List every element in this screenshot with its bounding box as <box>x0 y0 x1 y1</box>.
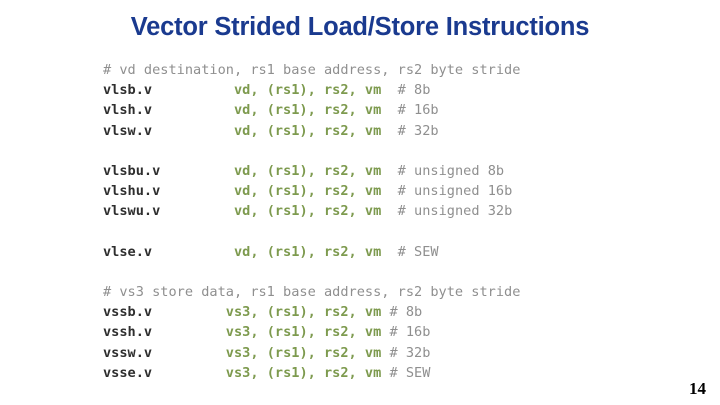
code-pad <box>160 183 234 199</box>
code-operands: vd, (rs1), rs2, vm <box>233 102 382 119</box>
code-operands: vd, (rs1), rs2, vm <box>233 183 382 200</box>
code-gap <box>381 82 397 98</box>
code-trailing-comment: # 8b <box>397 82 431 99</box>
code-line-instruction: vsse.v vs3, (rs1), rs2, vm # SEW <box>103 363 633 383</box>
code-line-blank <box>103 262 633 282</box>
code-operands: vd, (rs1), rs2, vm <box>233 82 382 99</box>
code-line-instruction: vlsh.v vd, (rs1), rs2, vm # 16b <box>103 100 633 120</box>
code-line-comment: # vs3 store data, rs1 base address, rs2 … <box>103 282 633 302</box>
code-line-instruction: vssh.v vs3, (rs1), rs2, vm # 16b <box>103 322 633 342</box>
page-number: 14 <box>689 379 706 398</box>
code-mnemonic: vssw.v <box>103 344 153 361</box>
code-pad <box>160 203 234 219</box>
code-gap <box>381 102 397 118</box>
code-gap <box>381 163 397 179</box>
code-blank-text <box>103 224 111 240</box>
code-mnemonic: vlsh.v <box>103 102 153 119</box>
code-trailing-comment: # 8b <box>389 304 423 321</box>
code-trailing-comment: # 16b <box>397 102 439 119</box>
code-line-instruction: vlsw.v vd, (rs1), rs2, vm # 32b <box>103 121 633 141</box>
code-operands: vd, (rs1), rs2, vm <box>233 243 382 260</box>
code-trailing-comment: # unsigned 8b <box>397 162 505 179</box>
code-trailing-comment: # 32b <box>389 344 431 361</box>
code-line-instruction: vlsb.v vd, (rs1), rs2, vm # 8b <box>103 80 633 100</box>
code-pad <box>152 123 234 139</box>
code-mnemonic: vsse.v <box>103 364 153 381</box>
code-line-instruction: vlswu.v vd, (rs1), rs2, vm # unsigned 32… <box>103 201 633 221</box>
code-mnemonic: vlsw.v <box>103 122 153 139</box>
code-pad <box>152 244 234 260</box>
code-operands: vs3, (rs1), rs2, vm <box>225 364 382 381</box>
code-mnemonic: vssb.v <box>103 304 153 321</box>
code-trailing-comment: # SEW <box>389 364 431 381</box>
code-pad <box>152 324 226 340</box>
code-pad <box>152 304 226 320</box>
code-pad <box>152 345 226 361</box>
code-trailing-comment: # unsigned 16b <box>397 183 513 200</box>
code-trailing-comment: # SEW <box>397 243 439 260</box>
code-operands: vs3, (rs1), rs2, vm <box>225 304 382 321</box>
code-line-instruction: vssb.v vs3, (rs1), rs2, vm # 8b <box>103 302 633 322</box>
code-line-instruction: vssw.v vs3, (rs1), rs2, vm # 32b <box>103 343 633 363</box>
code-trailing-comment: # 32b <box>397 122 439 139</box>
code-mnemonic: vlsb.v <box>103 82 153 99</box>
code-line-blank <box>103 141 633 161</box>
code-operands: vd, (rs1), rs2, vm <box>233 122 382 139</box>
code-operands: vd, (rs1), rs2, vm <box>233 162 382 179</box>
code-comment-text: # vs3 store data, rs1 base address, rs2 … <box>103 284 521 301</box>
code-mnemonic: vlswu.v <box>103 203 161 220</box>
code-pad <box>160 163 234 179</box>
code-line-comment: # vd destination, rs1 base address, rs2 … <box>103 60 633 80</box>
code-pad <box>152 102 234 118</box>
code-pad <box>152 365 226 381</box>
code-gap <box>381 123 397 139</box>
code-line-blank <box>103 222 633 242</box>
code-trailing-comment: # unsigned 32b <box>397 203 513 220</box>
code-comment-text: # vd destination, rs1 base address, rs2 … <box>103 62 521 78</box>
code-line-instruction: vlsbu.v vd, (rs1), rs2, vm # unsigned 8b <box>103 161 633 181</box>
code-gap <box>381 183 397 199</box>
code-line-instruction: vlse.v vd, (rs1), rs2, vm # SEW <box>103 242 633 262</box>
code-line-instruction: vlshu.v vd, (rs1), rs2, vm # unsigned 16… <box>103 181 633 201</box>
code-operands: vd, (rs1), rs2, vm <box>233 203 382 220</box>
code-mnemonic: vlse.v <box>103 243 153 260</box>
code-mnemonic: vssh.v <box>103 324 153 341</box>
page-title: Vector Strided Load/Store Instructions <box>130 13 590 41</box>
code-mnemonic: vlsbu.v <box>103 162 161 179</box>
code-operands: vs3, (rs1), rs2, vm <box>225 344 382 361</box>
code-gap <box>381 244 397 260</box>
code-mnemonic: vlshu.v <box>103 183 161 200</box>
code-operands: vs3, (rs1), rs2, vm <box>225 324 382 341</box>
code-blank-text <box>103 264 111 280</box>
code-trailing-comment: # 16b <box>389 324 431 341</box>
code-blank-text <box>103 143 111 159</box>
code-listing: # vd destination, rs1 base address, rs2 … <box>103 60 633 383</box>
code-gap <box>381 203 397 219</box>
code-pad <box>152 82 234 98</box>
